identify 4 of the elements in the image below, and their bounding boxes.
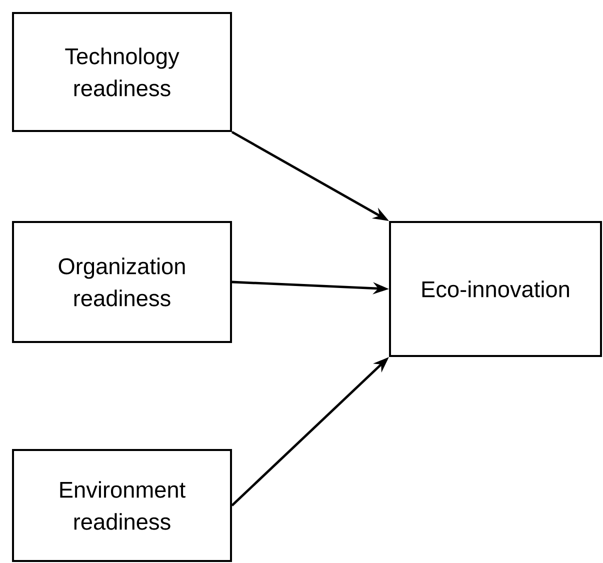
concept-box: Environment readiness: [12, 449, 232, 562]
concept-box: Eco-innovation: [389, 221, 602, 357]
concept-box: Technology readiness: [12, 12, 232, 132]
concept-box: Organization readiness: [12, 221, 232, 343]
